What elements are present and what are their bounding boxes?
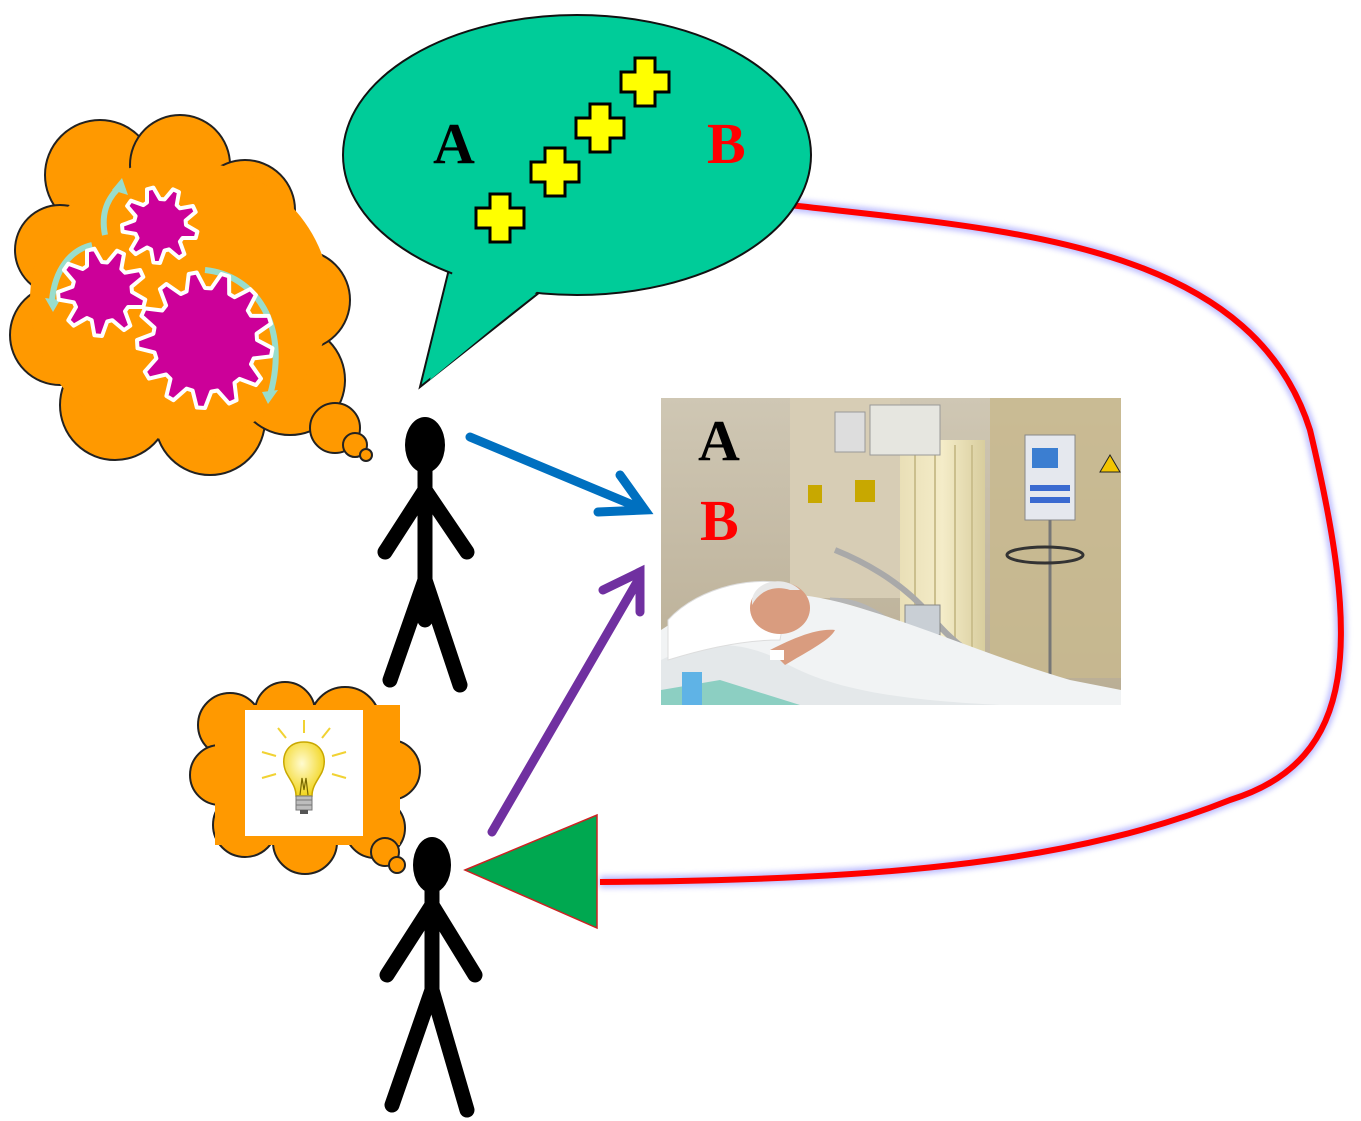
plus-signs: [474, 56, 671, 244]
plus-icon: [529, 146, 581, 198]
bubble-label-a: A: [433, 111, 475, 176]
gear-icon: [56, 246, 148, 338]
lightbulb-icon: [245, 710, 363, 836]
gear-shape: [135, 270, 275, 410]
feedback-loop-line: [599, 199, 1347, 888]
stick-figure-listener: [379, 837, 483, 1118]
arrow-blue: [465, 432, 654, 517]
hospital-photo: A B: [661, 398, 1121, 705]
gear-icon: [120, 185, 200, 265]
speech-bubble: A B: [342, 14, 812, 390]
photo-label-b: B: [700, 488, 739, 553]
plus-icon: [619, 56, 671, 108]
stick-figure-speaker: [377, 417, 475, 693]
arrow-purple: [487, 564, 645, 837]
bubble-label-b: B: [707, 111, 746, 176]
photo-label-a: A: [698, 408, 740, 473]
gear-shape: [56, 246, 148, 338]
plus-icon: [574, 102, 626, 154]
gear-shape: [120, 185, 200, 265]
thought-cloud-idea: [189, 681, 421, 875]
thought-cloud-gears: [9, 114, 373, 476]
plus-icon: [474, 192, 526, 244]
gear-icon: [135, 270, 275, 410]
feedback-arrowhead: [463, 813, 598, 930]
